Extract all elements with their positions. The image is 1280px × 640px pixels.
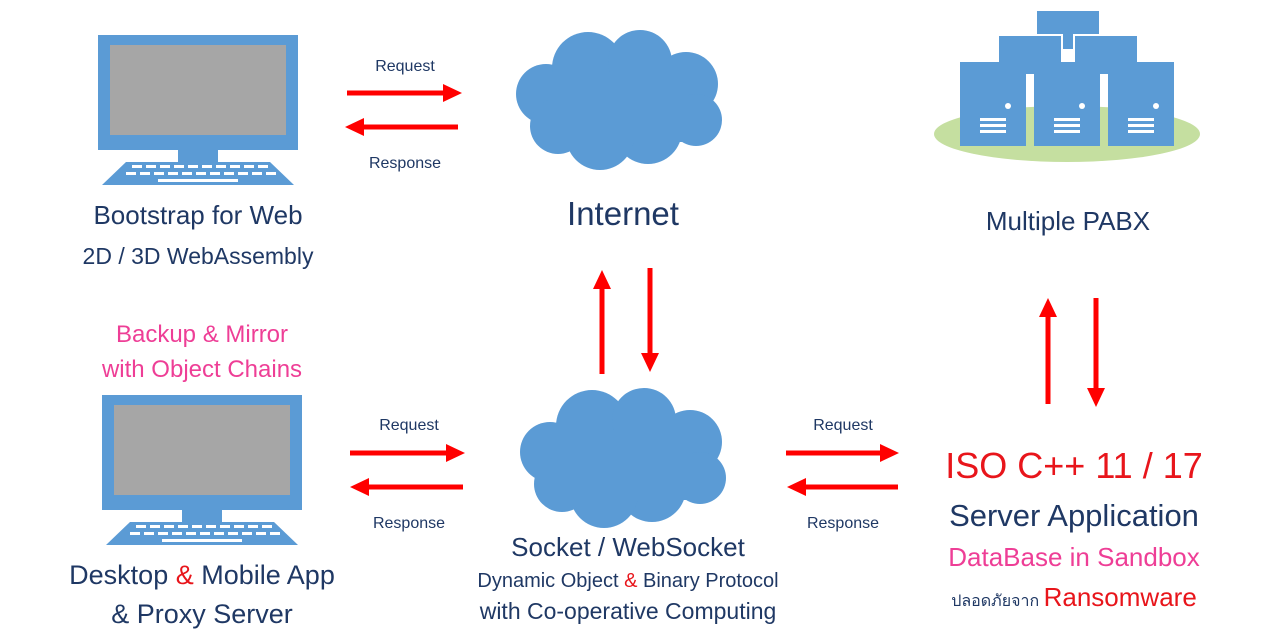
desktop-client-line1: Desktop & Mobile App	[69, 560, 335, 590]
request-label-bottom-right: Request	[813, 417, 873, 434]
web-client-title: Bootstrap for Web	[93, 200, 303, 230]
socket-title: Socket / WebSocket	[511, 532, 745, 562]
request-label-top: Request	[375, 58, 435, 75]
backup-line1: Backup & Mirror	[115, 321, 289, 348]
socket-line2: Dynamic Object & Binary Protocol	[477, 570, 779, 592]
web-client-subtitle: 2D / 3D WebAssembly	[82, 243, 314, 269]
server-line4: ปลอดภัยจาก Ransomware	[951, 582, 1197, 612]
ampersand: &	[624, 570, 638, 592]
pabx-title: Multiple PABX	[985, 206, 1151, 236]
request-label-bottom-left: Request	[379, 417, 439, 434]
desktop-client-line2: & Proxy Server	[111, 599, 293, 629]
server-line1: ISO C++ 11 / 17	[945, 445, 1203, 486]
desktop-client-laptop-icon	[102, 395, 302, 545]
response-label-bottom-right: Response	[806, 515, 880, 532]
response-label-bottom-left: Response	[372, 515, 446, 532]
internet-cloud-icon	[516, 30, 722, 170]
server-line2: Server Application	[949, 498, 1199, 533]
arrows	[345, 84, 1105, 496]
internet-title: Internet	[567, 195, 679, 232]
response-label-top: Response	[368, 155, 442, 172]
web-client-laptop-icon	[98, 35, 298, 185]
server-cluster-icon	[934, 9, 1200, 162]
server-line3: DataBase in Sandbox	[948, 542, 1200, 572]
backup-line2: with Object Chains	[101, 356, 303, 383]
socket-line3: with Co-operative Computing	[479, 598, 777, 624]
ampersand: &	[175, 560, 194, 590]
socket-cloud-icon	[520, 388, 726, 528]
